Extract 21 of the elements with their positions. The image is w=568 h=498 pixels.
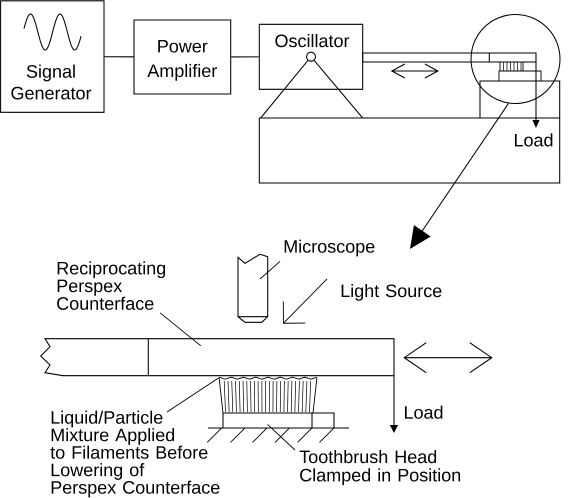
detail-circle	[470, 14, 561, 104]
toothbrush-head	[222, 412, 335, 429]
part-label: Microscope	[284, 240, 374, 256]
signal-generator-box: Signal Generator	[0, 0, 105, 113]
part-label: Light Source	[342, 284, 442, 301]
part-label: Liquid/Particle Mixture Applied to Filaments Before Lowering of Perspex Counterface	[50, 410, 220, 498]
part-label: Toothbrush Head Clamped in Position	[300, 450, 460, 486]
light-arrow	[282, 278, 328, 324]
oscillator-box: Oscillator	[258, 24, 364, 90]
connector-line	[231, 56, 259, 58]
load-label: Load	[514, 133, 552, 147]
load-label: Load	[404, 406, 442, 419]
part-label: Reciprocating Perspex Counterface	[57, 261, 166, 310]
toothbrush-bristles	[218, 376, 318, 414]
leader-line	[267, 424, 296, 450]
leader-line	[160, 312, 202, 346]
microscope-objective	[237, 254, 268, 323]
counterface-bar	[40, 338, 395, 376]
leader-line	[260, 261, 280, 280]
amplifier-box: Power Amplifier	[133, 19, 232, 95]
connector-line	[104, 56, 134, 58]
